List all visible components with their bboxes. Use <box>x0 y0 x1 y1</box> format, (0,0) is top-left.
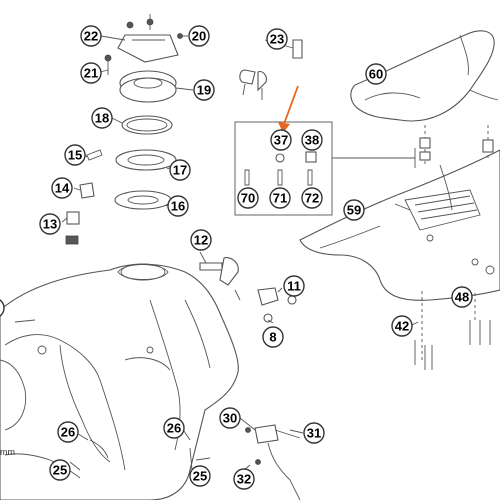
callout-label: 30 <box>223 411 237 426</box>
callout-label: 42 <box>395 319 409 334</box>
callout-25-left[interactable]: 25 <box>49 459 71 481</box>
hardware-detail-box <box>234 121 416 216</box>
seat-spacers <box>419 137 494 161</box>
callout-label: 11 <box>287 279 301 294</box>
tank-sensor-assembly <box>245 424 301 500</box>
callout-18[interactable]: 18 <box>91 107 113 129</box>
callout-26-left[interactable]: 26 <box>57 421 79 443</box>
callout-label: 38 <box>305 133 319 148</box>
callout-8[interactable]: 8 <box>262 326 284 348</box>
callout-label: 25 <box>53 463 67 478</box>
tank-mounts <box>199 257 297 323</box>
callout-25-right[interactable]: 25 <box>189 465 211 487</box>
callout-42[interactable]: 42 <box>391 315 413 337</box>
callout-label: 25 <box>193 469 207 484</box>
callout-label: 70 <box>241 191 255 206</box>
callout-label: 14 <box>55 181 70 196</box>
callout-26-right[interactable]: 26 <box>163 417 185 439</box>
callout-16[interactable]: 16 <box>167 195 189 217</box>
callout-label: 26 <box>61 425 75 440</box>
highlight-arrow <box>278 85 299 133</box>
callout-14[interactable]: 14 <box>51 177 73 199</box>
callout-label: 26 <box>167 421 181 436</box>
callout-38[interactable]: 38 <box>301 129 323 151</box>
callout-31[interactable]: 31 <box>303 422 325 444</box>
callout-label: 15 <box>68 148 82 163</box>
callout-12[interactable]: 12 <box>190 229 212 251</box>
callout-17[interactable]: 17 <box>169 159 191 181</box>
callout-label: 18 <box>95 111 109 126</box>
callout-30[interactable]: 30 <box>219 407 241 429</box>
callout-label: 19 <box>197 83 211 98</box>
dimension-label: mm <box>0 447 15 457</box>
callout-23[interactable]: 23 <box>266 28 288 50</box>
callout-label: 12 <box>194 233 208 248</box>
callout-22[interactable]: 22 <box>80 25 102 47</box>
callout-label: 32 <box>237 472 251 487</box>
callout-label: 23 <box>270 32 284 47</box>
callout-32[interactable]: 32 <box>233 468 255 490</box>
seat-assembly <box>350 30 499 122</box>
callout-label: 21 <box>84 66 98 81</box>
ignition-keys <box>239 39 303 100</box>
callout-20[interactable]: 20 <box>188 25 210 47</box>
callout-label: 20 <box>192 29 206 44</box>
callout-label: 17 <box>173 163 187 178</box>
callout-19[interactable]: 19 <box>193 79 215 101</box>
callout-21[interactable]: 21 <box>80 62 102 84</box>
callout-37[interactable]: 37 <box>270 129 292 151</box>
callout-label: 72 <box>305 191 319 206</box>
callout-71[interactable]: 71 <box>269 187 291 209</box>
filler-cap-assembly <box>65 14 183 245</box>
callout-label: 60 <box>369 67 383 82</box>
callout-59[interactable]: 59 <box>343 199 365 221</box>
callout-label: 31 <box>307 426 321 441</box>
callout-partial-left-edge <box>0 299 5 317</box>
callout-label: 16 <box>171 199 185 214</box>
fuel-tank <box>0 263 239 500</box>
callout-label: 59 <box>347 203 361 218</box>
callout-label: 8 <box>269 330 276 345</box>
callout-70[interactable]: 70 <box>237 187 259 209</box>
rear-subframe <box>299 149 500 301</box>
callout-label: 22 <box>84 29 98 44</box>
callout-label: 48 <box>455 290 469 305</box>
callout-60[interactable]: 60 <box>365 63 387 85</box>
callout-15[interactable]: 15 <box>64 144 86 166</box>
callout-label: 13 <box>43 217 57 232</box>
callout-48[interactable]: 48 <box>451 286 473 308</box>
drain-hose: mm <box>0 439 193 479</box>
seat-fasteners <box>414 320 491 370</box>
callout-13[interactable]: 13 <box>39 213 61 235</box>
callout-72[interactable]: 72 <box>301 187 323 209</box>
callout-label: 71 <box>273 191 287 206</box>
callout-label: 37 <box>274 133 288 148</box>
callout-11[interactable]: 11 <box>283 275 305 297</box>
